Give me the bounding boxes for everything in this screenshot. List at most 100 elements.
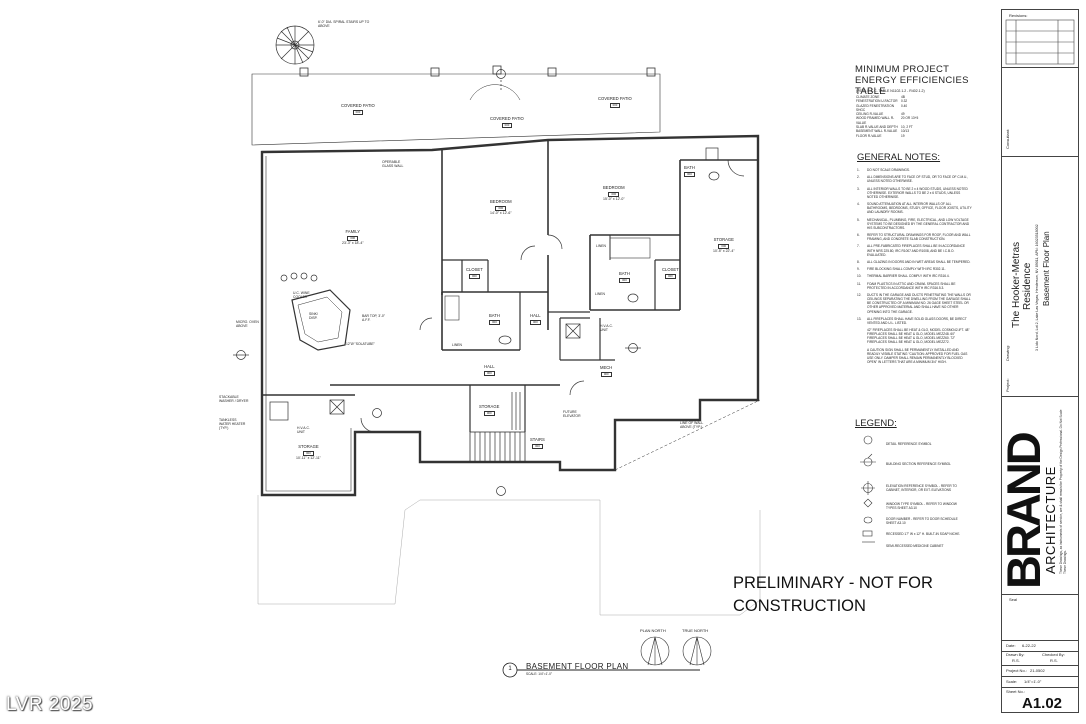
general-notes-list: 1.DO NOT SCALE DRAWINGS.2.ALL DIMENSIONS… (857, 168, 972, 367)
room-name: BATH (489, 313, 500, 318)
legend-item: DETAIL REFERENCE SYMBOL (886, 441, 932, 446)
room-storage-west: STORAGE 000 10'-11" x 12'-11" (296, 444, 321, 461)
watermark-text: LVR 2025 (6, 694, 94, 715)
title-block: Revisions: Consultant: Project: Drawing:… (997, 9, 1079, 713)
energy-row: WOOD FRAMED WALL R-VALUE 20 OR 13+5 (856, 116, 956, 125)
general-note: 1.DO NOT SCALE DRAWINGS. (857, 168, 972, 172)
room-name: BATH (619, 271, 630, 276)
sheet-number: A1.02 (1022, 695, 1063, 712)
plan-scale: SCALE: 1/4"=1'-0" (526, 672, 552, 676)
general-note: 3.ALL INTERIOR WALLS TO BE 2 x 4 WOOD ST… (857, 187, 972, 199)
drawn-label: Drawn By: (1006, 652, 1025, 657)
date-label: Date: (1006, 643, 1016, 648)
preliminary-line-2: CONSTRUCTION (733, 597, 866, 615)
general-note-number (857, 328, 867, 344)
general-note: 13.ALL FIREPLACES SHALL HAVE SOLID GLASS… (857, 317, 972, 325)
general-note-text: 42" FIREPLACES SHALL BE HEAT & GLO, MODE… (867, 328, 970, 345)
general-note: 42" FIREPLACES SHALL BE HEAT & GLO, MODE… (857, 328, 972, 344)
general-note: 5.MECHANICAL, PLUMBING, FIRE, ELECTRICAL… (857, 218, 972, 230)
annot-linen-3: LINEN (595, 292, 605, 296)
annot-water-heater: TANKLESS WATER HEATER (TYP.) (219, 418, 246, 430)
annot-micro-oven: MICRO. OVEN ABOVE (236, 320, 259, 328)
room-bath-upper: BATH 000 (684, 165, 695, 177)
general-note-number: 5. (857, 217, 860, 222)
annot-hvac-2: H.V.A.C. UNIT (600, 324, 613, 332)
legend-symbols (860, 435, 876, 543)
general-note: 8.ALL GLAZING IN DOORS AND IN WET AREAS … (857, 260, 972, 264)
energy-row-value: 20 OR 13+5 (901, 116, 919, 121)
annot-linen-2: LINEN (452, 343, 462, 347)
room-tag: 000 (532, 443, 543, 449)
room-closet-1: CLOSET 000 (466, 267, 483, 279)
scale-label: Scale: (1006, 679, 1018, 684)
general-note-text: FOAM PLASTICS IN ATTIC AND CRAWL SPACES … (867, 281, 956, 290)
revisions-label: Revisions: (1009, 13, 1028, 18)
project-name-line-1: The Hooker-Metras (1011, 241, 1022, 328)
energy-row-label: CEILING R-VALUE (856, 112, 884, 117)
general-note-number: 9. (857, 267, 860, 272)
general-note-number (857, 348, 867, 364)
general-note-number: 8. (857, 259, 860, 264)
annot-linen-1: LINEN (596, 244, 606, 248)
preliminary-line-1: PRELIMINARY - NOT FOR (733, 574, 933, 592)
legend-item: BUILDING SECTION REFERENCE SYMBOL (886, 461, 951, 466)
checked-label: Checked By: (1042, 652, 1065, 657)
room-name: STAIRS (530, 437, 545, 442)
room-tag: 000 (600, 371, 612, 377)
room-tag: 000 (495, 205, 507, 211)
sheet-row: Sheet No.: A1.02 (1002, 687, 1078, 712)
logo-section: BRAND ARCHITECTURE These Drawings, as in… (997, 396, 1078, 595)
seal-section: Seal (1002, 594, 1078, 641)
general-note-text: ALL PRE-FABRICATED FIREPLACES SHALL BE I… (867, 244, 966, 257)
project-number-label: Project No.: (1006, 668, 1027, 673)
general-note-number: 7. (857, 244, 860, 249)
room-bedroom-1: BEDROOM 000 14'-0" x 12'-6" (490, 199, 512, 216)
project-address: 3 Lido Nord, Lot 2, Lake Las Vegas, Hend… (1035, 224, 1039, 351)
room-dim: 23'-3" x 18'-4" (342, 241, 364, 245)
room-bath-2: BATH 000 (619, 271, 630, 283)
drawing-name: Basement Floor Plan (1042, 231, 1051, 306)
room-name: HALL (530, 313, 541, 318)
general-note: 9.FIRE BLOCKING SHALL COMPLY WITH IRC R3… (857, 267, 972, 271)
energy-table-title: MINIMUM PROJECT ENERGY EFFICIENCIES TABL… (855, 64, 969, 97)
room-tag: 000 (303, 450, 314, 456)
room-mech: MECH 000 (600, 365, 612, 377)
room-name: BEDROOM (603, 185, 625, 190)
scale-value: 1/4"=1'-0" (1024, 679, 1042, 684)
room-name: STORAGE (713, 237, 734, 242)
drawn-row: Drawn By: R.S. Checked By: R.S. (1002, 651, 1078, 666)
general-note-text: DUCTS IN THE GARAGE AND DUCTS PENETRATIN… (867, 293, 971, 314)
room-dim: 10'-11" x 12'-11" (296, 456, 321, 460)
room-covered-patio-2: COVERED PATIO 000 (490, 116, 524, 128)
room-covered-patio-1: COVERED PATIO 000 (341, 103, 375, 115)
room-dim: 14'-0" x 12'-6" (490, 211, 512, 215)
scale-row: Scale: 1/4"=1'-0" (1002, 676, 1078, 688)
annot-solatube: 12"Ø "SOLATUBE" (346, 342, 375, 346)
general-note-text: SOUND ATTENUATION AT ALL INTERIOR WALLS … (867, 202, 972, 215)
general-note: 4. SOUND ATTENUATION AT ALL INTERIOR WALL… (857, 202, 972, 214)
general-note-text: A CAUTION SIGN SHALL BE PERMANENTLY INST… (867, 347, 968, 364)
legend-item: WINDOW TYPE SYMBOL - REFER TO WINDOW TYP… (886, 501, 957, 510)
general-note-number: 4. (857, 202, 860, 207)
annot-sink: SINK/ DISP. (309, 312, 318, 320)
room-storage-east: STORAGE 000 10'-5" x 22'-4" (713, 237, 735, 254)
revisions-grid (1005, 19, 1075, 65)
energy-row-label: WOOD FRAMED WALL R-VALUE (856, 116, 895, 125)
room-storage-mid: STORAGE 000 (479, 404, 499, 416)
general-note-number: 13. (857, 316, 862, 321)
energy-row-value: 4B (901, 95, 905, 99)
room-tag: 000 (609, 102, 621, 108)
general-note-text: REFER TO STRUCTURAL DRAWINGS FOR ROOF, F… (867, 233, 971, 242)
energy-row-label: CLIMATE ZONE (856, 95, 880, 99)
general-note-number: 3. (857, 186, 860, 191)
legend-item: DOOR NUMBER - REFER TO DOOR SCHEDULE SHE… (886, 516, 958, 525)
room-name: FAMILY (345, 229, 361, 234)
room-name: CLOSET (662, 267, 679, 272)
date-row: Date: 6-22-22 (1002, 640, 1078, 652)
general-note-text: DO NOT SCALE DRAWINGS. (867, 168, 910, 172)
annot-washer-dryer: STACKABLE WASHER / DRYER (219, 395, 249, 403)
